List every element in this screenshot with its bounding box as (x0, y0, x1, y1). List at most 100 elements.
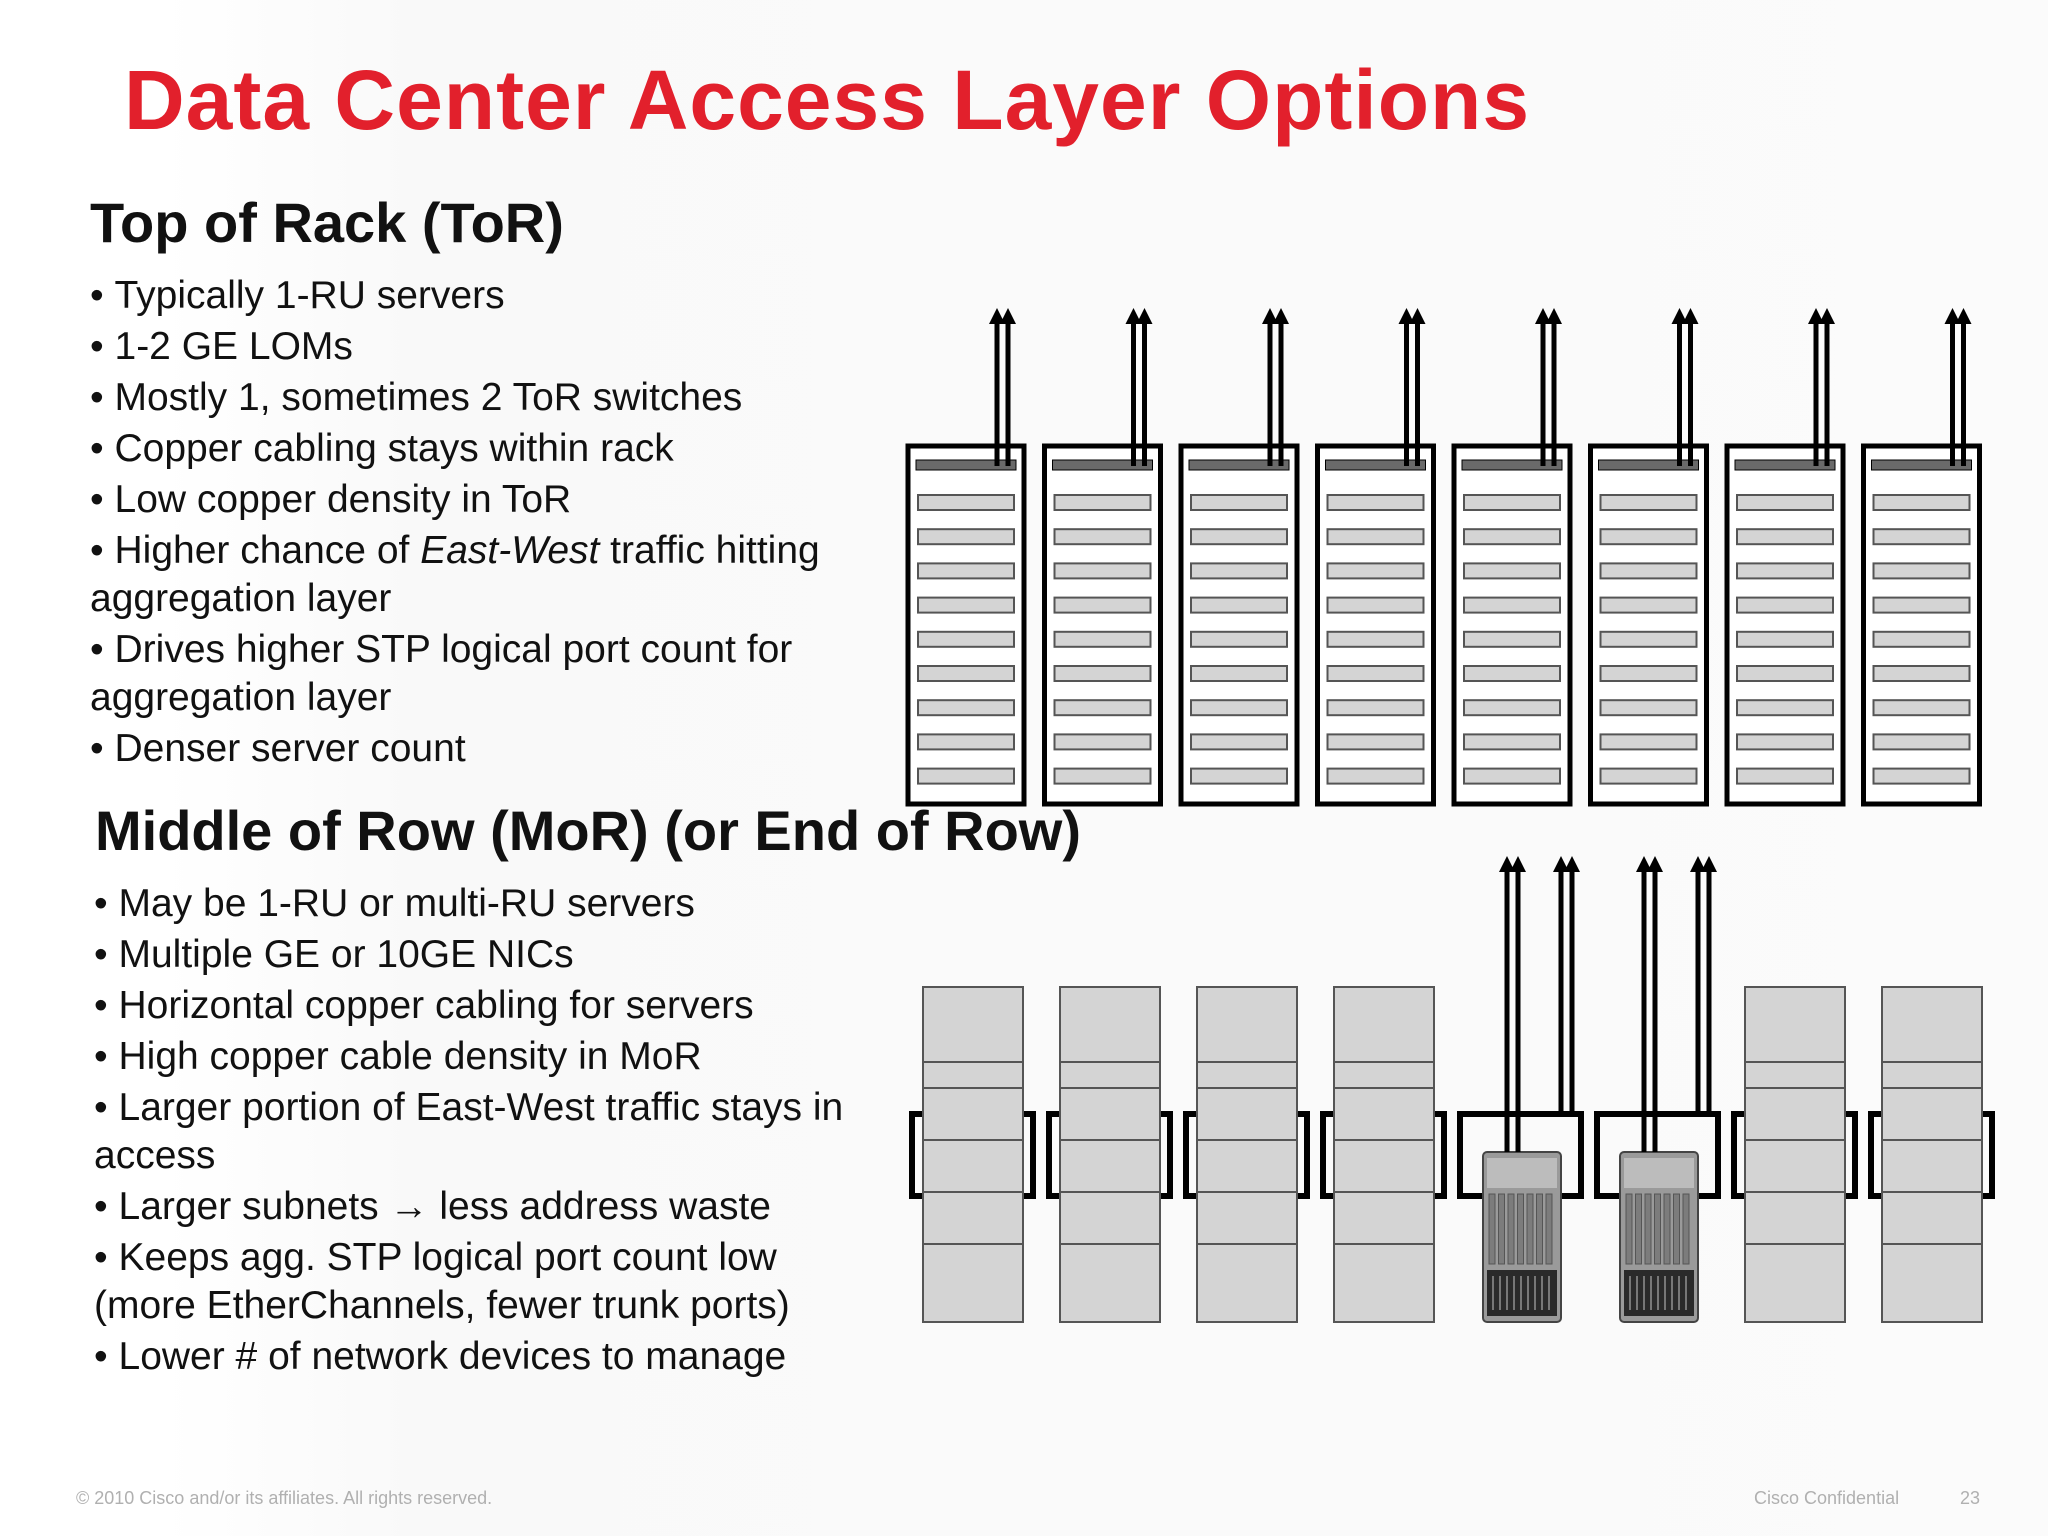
mor-rack (1320, 986, 1447, 1323)
server-unit (1326, 665, 1425, 682)
uplink-arrowhead (1273, 308, 1289, 324)
server-unit (1463, 733, 1561, 751)
server-unit (917, 596, 1015, 614)
chassis-line-card (1507, 1193, 1515, 1265)
uplink-arrowhead (1262, 308, 1278, 324)
server-unit (1190, 630, 1288, 648)
server-unit (1053, 528, 1152, 546)
uplink-arrowhead (1125, 308, 1142, 324)
server-unit (1326, 528, 1425, 546)
bullet-text: Higher chance of (114, 529, 421, 572)
server-unit (1599, 562, 1698, 580)
server-unit (1053, 665, 1152, 682)
server-stack (1196, 986, 1298, 1323)
tor-bullet: Denser server count (90, 725, 870, 773)
uplink-arrowhead (1535, 308, 1551, 324)
bullet-text: Lower # of network devices to manage (118, 1335, 787, 1378)
chassis-line-card (1526, 1193, 1534, 1265)
mor-bullet: May be 1-RU or multi-RU servers (94, 880, 854, 928)
tor-switch (1461, 459, 1563, 471)
server-unit (1053, 494, 1152, 511)
chassis-line-card (1635, 1193, 1642, 1265)
uplink-arrowhead (1690, 856, 1706, 872)
server-stack (1059, 986, 1161, 1323)
server-stack (1333, 986, 1435, 1323)
server-unit (1872, 630, 1971, 648)
slide-title: Data Center Access Layer Options (124, 53, 1531, 147)
server-unit (1872, 494, 1971, 511)
server-unit (1872, 665, 1971, 682)
server-unit (917, 528, 1015, 546)
server-unit (1736, 494, 1834, 511)
uplink-arrowhead (1636, 856, 1652, 872)
server-unit (1463, 562, 1561, 580)
server-unit (1872, 596, 1971, 614)
server-unit (1053, 630, 1152, 648)
tor-bullet: Drives higher STP logical port count for… (90, 626, 870, 722)
bullet-text: Horizontal copper cabling for servers (118, 984, 754, 1027)
uplink-arrowhead (1136, 308, 1153, 324)
tor-rack (1588, 308, 1709, 807)
server-unit (1599, 665, 1698, 682)
server-unit (1190, 494, 1288, 511)
server-unit (1872, 528, 1971, 546)
tor-bullet-list: Typically 1-RU servers1-2 GE LOMsMostly … (90, 272, 870, 776)
server-unit (1053, 699, 1152, 717)
mor-heading: Middle of Row (MoR) (or End of Row) (95, 799, 1082, 862)
tor-rack (1042, 308, 1163, 807)
chassis-line-card (1644, 1193, 1652, 1265)
server-unit (1190, 528, 1288, 546)
chassis-top-panel (1487, 1158, 1557, 1188)
server-unit (1599, 699, 1698, 717)
chassis-line-card (1545, 1193, 1553, 1265)
uplink-arrowhead (1409, 308, 1426, 324)
tor-switch (1325, 459, 1426, 471)
uplink-arrowhead (1553, 856, 1569, 872)
uplink-arrowhead (1647, 856, 1663, 872)
server-unit (1190, 699, 1288, 717)
bullet-text: Typically 1-RU servers (114, 274, 505, 317)
server-unit (1463, 665, 1561, 682)
footer-page-number: 23 (1960, 1488, 1981, 1508)
server-unit (1599, 767, 1698, 785)
uplink-arrowhead (1499, 856, 1515, 872)
uplink-arrowhead (1701, 856, 1717, 872)
server-unit (1190, 665, 1288, 682)
server-unit (1736, 630, 1834, 648)
chassis-line-card (1673, 1193, 1680, 1265)
bullet-text: Multiple GE or 10GE NICs (118, 933, 574, 976)
mor-bullet: Lower # of network devices to manage (94, 1333, 854, 1381)
mor-bullet: Horizontal copper cabling for servers (94, 982, 854, 1030)
server-unit (1326, 699, 1425, 717)
server-unit (1053, 562, 1152, 580)
bullet-text: Keeps agg. STP logical port count low (m… (94, 1236, 790, 1327)
server-unit (1872, 733, 1971, 751)
bullet-text: East-West (420, 529, 600, 572)
server-unit (1736, 596, 1834, 614)
bullet-text: traffic hitting aggregation layer (90, 529, 820, 620)
server-unit (1872, 699, 1971, 717)
server-unit (1736, 665, 1834, 682)
mor-bullet-list: May be 1-RU or multi-RU serversMultiple … (94, 880, 854, 1384)
server-unit (1736, 767, 1834, 785)
chassis-line-card (1663, 1193, 1671, 1265)
uplink-arrowhead (1510, 856, 1526, 872)
chassis-line-card (1498, 1193, 1505, 1265)
server-unit (1463, 767, 1561, 785)
uplink-arrowhead (1819, 308, 1835, 324)
tor-rack (1178, 308, 1300, 807)
tor-bullet: Low copper density in ToR (90, 476, 870, 524)
tor-rack (1315, 308, 1436, 807)
tor-bullet: Mostly 1, sometimes 2 ToR switches (90, 374, 870, 422)
uplink-arrowhead (1944, 308, 1961, 324)
uplink-arrowhead (1808, 308, 1824, 324)
footer-confidential: Cisco Confidential (1754, 1488, 1900, 1508)
uplink-arrowhead (1000, 308, 1016, 324)
footer-copyright: © 2010 Cisco and/or its affiliates. All … (76, 1488, 493, 1508)
mor-rack (1868, 986, 1995, 1323)
server-unit (1736, 562, 1834, 580)
chassis-line-card (1625, 1193, 1633, 1265)
server-unit (1053, 596, 1152, 614)
server-unit (917, 665, 1015, 682)
